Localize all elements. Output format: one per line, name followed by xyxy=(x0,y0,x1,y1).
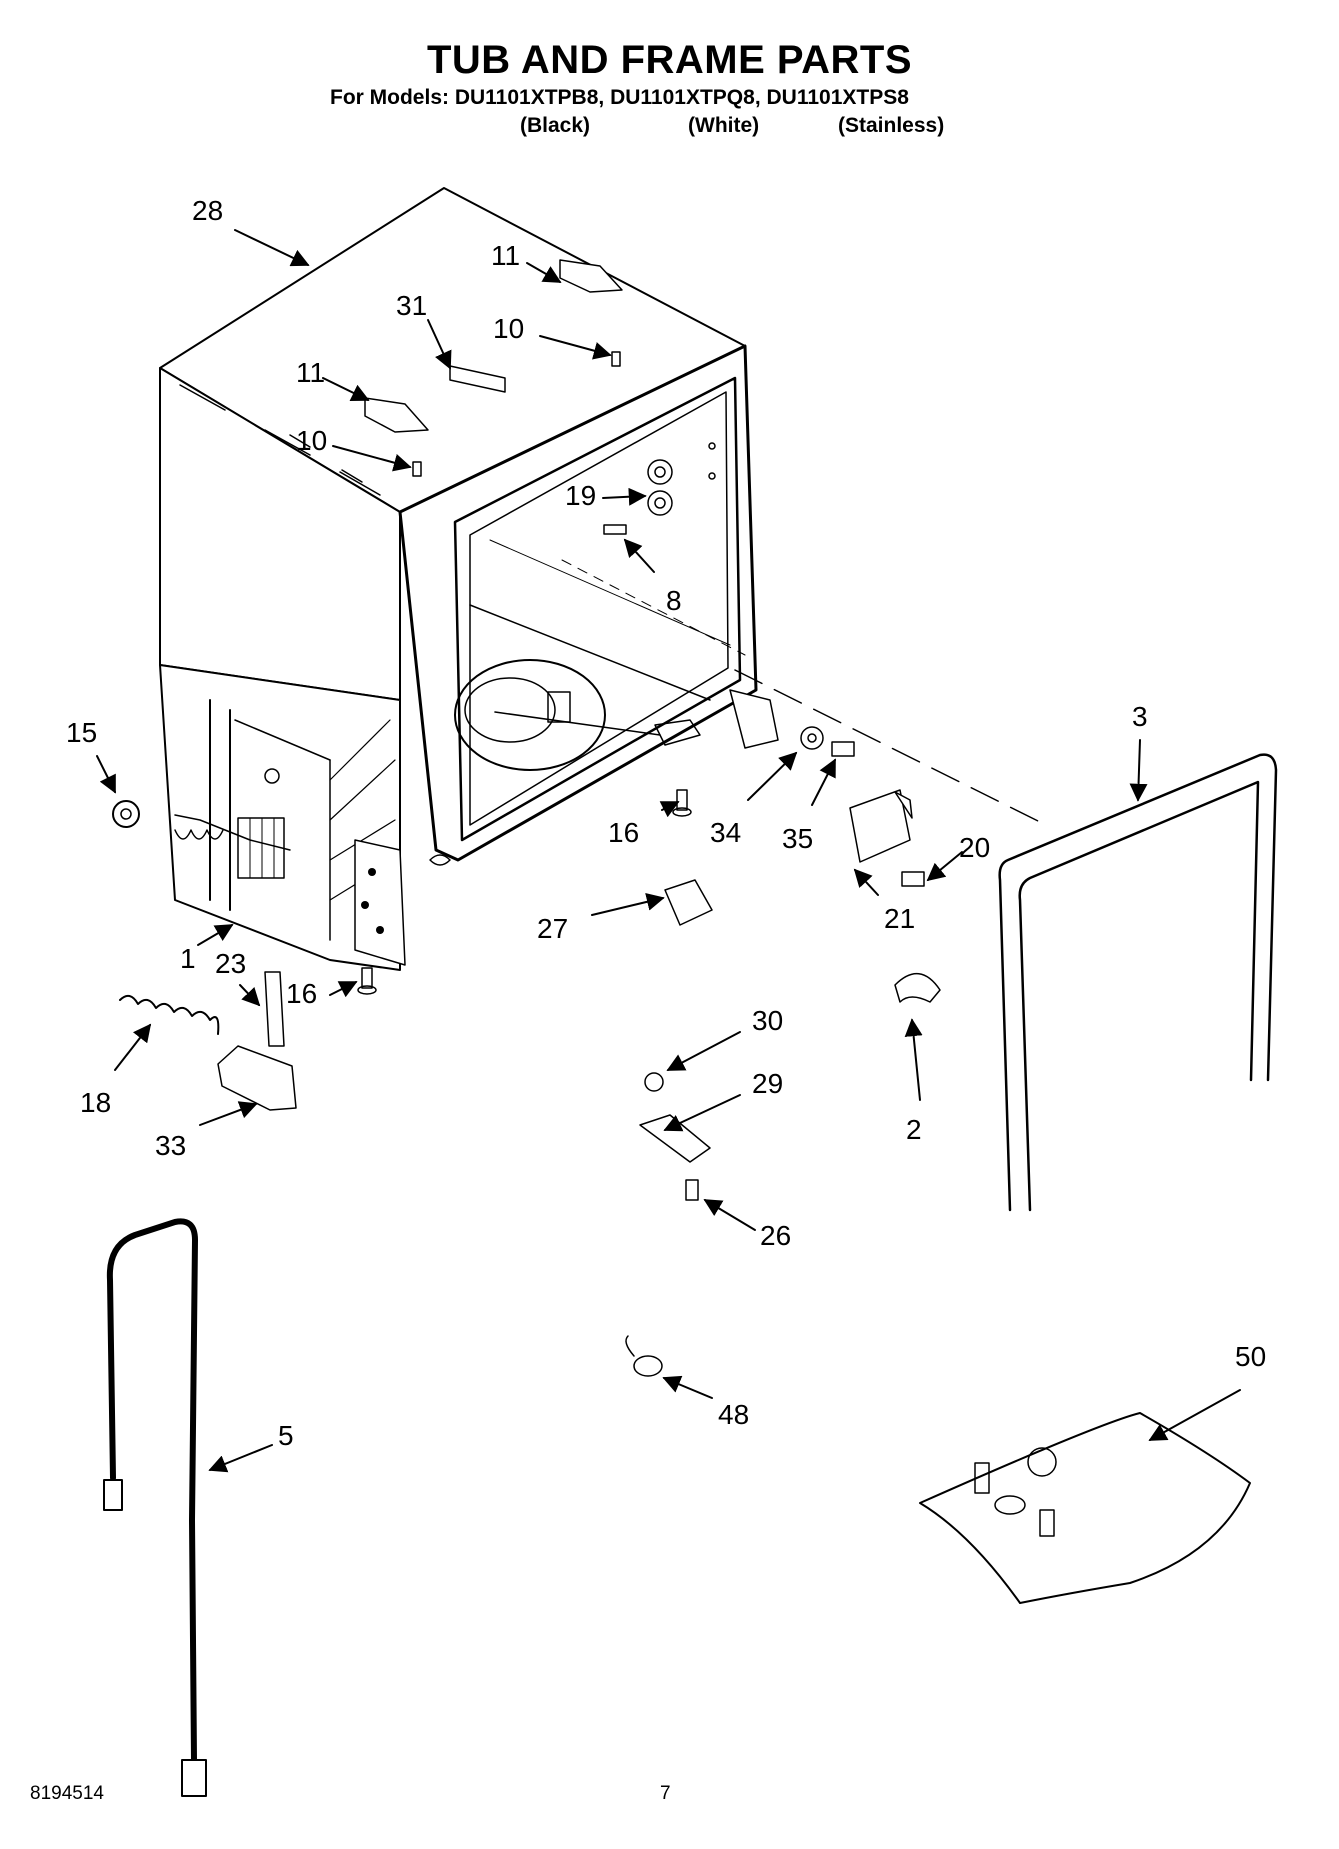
models-line: For Models: DU1101XTPB8, DU1101XTPQ8, DU… xyxy=(330,86,909,109)
callout-10: 10 xyxy=(493,313,524,344)
variant-black: (Black) xyxy=(520,114,591,137)
leader-lines xyxy=(96,229,1241,1473)
callout-23: 23 xyxy=(215,948,246,979)
callout-30: 30 xyxy=(752,1005,783,1036)
callout-35: 35 xyxy=(782,823,813,854)
callout-15: 15 xyxy=(66,717,97,748)
drain-hose xyxy=(106,1218,198,1763)
page-number: 7 xyxy=(660,1783,671,1804)
callout-33: 33 xyxy=(155,1130,186,1161)
callout-31: 31 xyxy=(396,290,427,321)
callout-3: 3 xyxy=(1132,701,1148,732)
page-title: TUB AND FRAME PARTS xyxy=(426,38,913,82)
callout-11: 11 xyxy=(491,240,520,271)
callout-28: 28 xyxy=(192,195,223,226)
callout-18: 18 xyxy=(80,1087,111,1118)
callout-8: 8 xyxy=(666,585,682,616)
callout-21: 21 xyxy=(884,903,915,934)
callout-19: 19 xyxy=(565,480,596,511)
callout-1: 1 xyxy=(180,943,196,974)
callout-11: 11 xyxy=(296,357,325,388)
small-parts xyxy=(112,259,1251,1604)
callout-50: 50 xyxy=(1235,1341,1266,1372)
callout-16: 16 xyxy=(286,978,317,1009)
callout-48: 48 xyxy=(718,1399,749,1430)
callout-labels: 28 11 31 10 11 10 19 8 15 3 16 34 20 35 … xyxy=(66,195,1266,1451)
callout-5: 5 xyxy=(278,1420,294,1451)
variant-stainless: (Stainless) xyxy=(838,114,945,137)
callout-26: 26 xyxy=(760,1220,791,1251)
variant-white: (White) xyxy=(688,114,760,137)
callout-2: 2 xyxy=(906,1114,922,1145)
callout-10: 10 xyxy=(296,425,327,456)
callout-29: 29 xyxy=(752,1068,783,1099)
door-gasket xyxy=(998,753,1278,1212)
document-number: 8194514 xyxy=(30,1783,104,1804)
callout-20: 20 xyxy=(959,832,990,863)
tub-assembly xyxy=(159,187,779,971)
callout-34: 34 xyxy=(710,817,741,848)
callout-27: 27 xyxy=(537,913,568,944)
callout-16: 16 xyxy=(608,817,639,848)
